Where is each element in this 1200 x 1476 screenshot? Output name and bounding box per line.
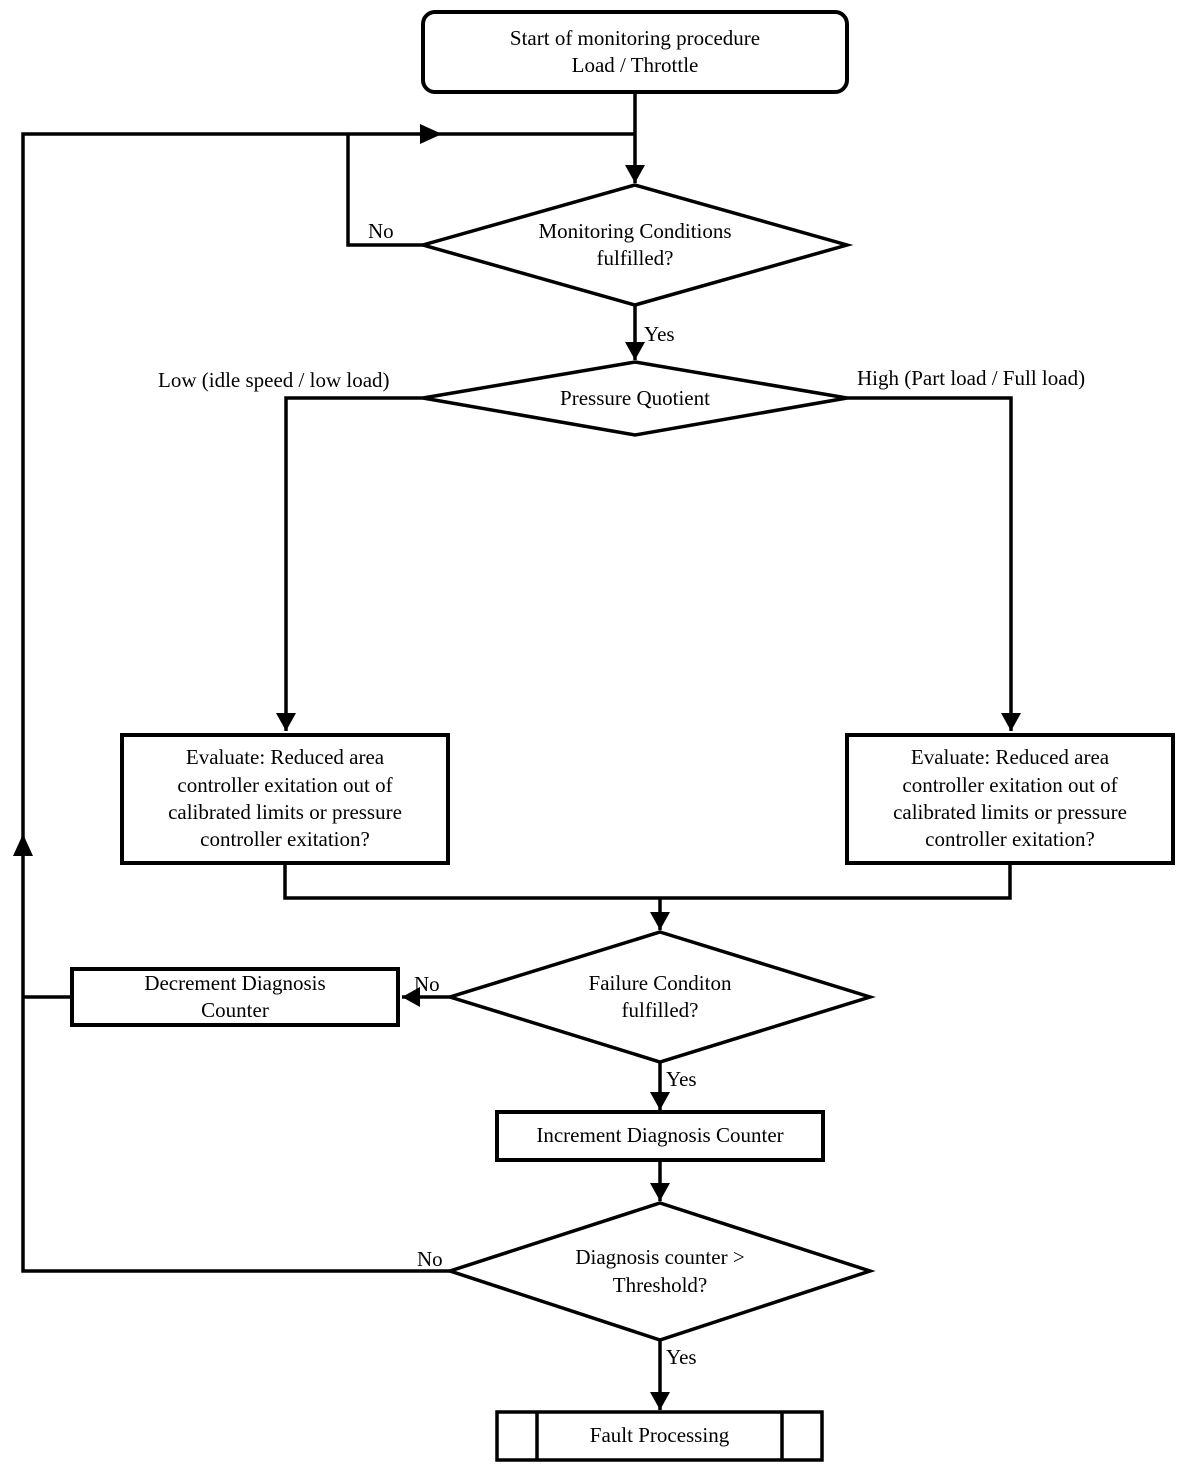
pressure-quotient-diamond-shape [422,360,848,437]
pressure-quotient-label: Pressure Quotient [560,385,710,410]
edge-monitoring-no-line [346,133,423,247]
pressure-low-label: Low (idle speed / low load) [158,368,390,392]
threshold-check-diamond-shape [444,1201,876,1342]
monitoring-yes-label: Yes [644,322,675,346]
feedback-rail-right-arrow-icon [420,124,442,144]
fault-processing-node-shape [495,1410,824,1462]
edge-pressure-high [847,396,1021,731]
feedback-rail-line [21,132,635,1273]
evaluate-low-node-shape [120,733,450,865]
decrement-counter-node-shape [70,967,400,1027]
threshold-no-label: No [417,1247,443,1271]
threshold-yes-label: Yes [666,1345,697,1369]
increment-counter-node-shape [495,1110,825,1162]
decrement-counter-label: Decrement Diagnosis Counter [144,970,326,1022]
monitoring-no-label: No [368,219,394,243]
pressure-high-label: High (Part load / Full load) [857,366,1086,390]
start-node-label: Start of monitoring procedure Load / Thr… [509,25,761,77]
failure-yes-label: Yes [666,1067,697,1091]
failure-condition-diamond-shape [444,930,876,1064]
monitoring-conditions-diamond-shape [416,183,854,307]
feedback-rail-up-arrow-icon [13,834,33,856]
fault-processing-label: Fault Processing [589,1423,730,1448]
failure-no-label: No [414,972,440,996]
monitoring-conditions-label: Monitoring Conditions fulfilled? [538,218,732,270]
edge-evaluate-merge [283,863,1012,900]
failure-condition-label: Failure Conditon fulfilled? [588,970,732,1022]
threshold-check-label: Diagnosis counter > Threshold? [575,1245,745,1297]
evaluate-low-label: Evaluate: Reduced area controller exitat… [168,745,402,852]
evaluate-high-label: Evaluate: Reduced area controller exitat… [893,745,1127,852]
evaluate-high-node-shape [845,733,1175,865]
start-node-shape [421,10,849,94]
edge-pressure-low [276,396,423,731]
increment-counter-label: Increment Diagnosis Counter [536,1123,784,1148]
